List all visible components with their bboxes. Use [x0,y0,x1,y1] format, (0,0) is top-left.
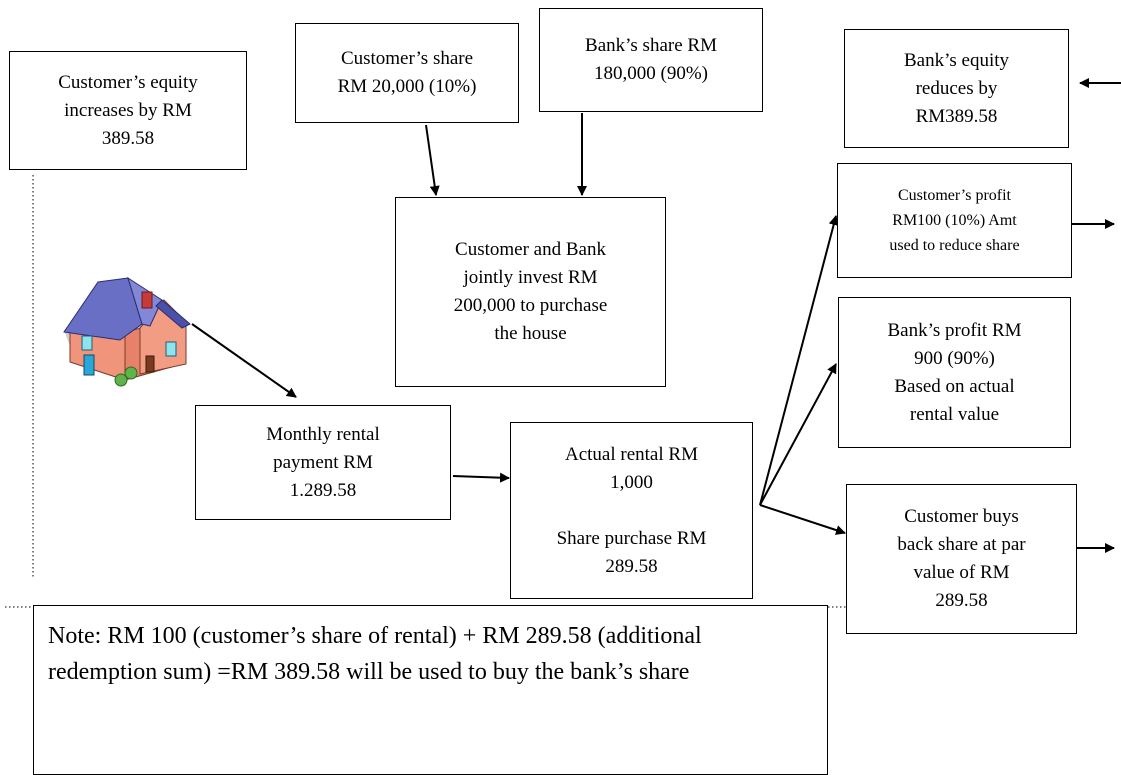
monthly-rental-text: Monthly rental payment RM 1.289.58 [266,423,380,501]
monthly-rental-box: Monthly rental payment RM 1.289.58 [195,405,451,520]
bank-share-text: Bank’s share RM 180,000 (90%) [585,35,717,84]
house-icon [63,276,191,387]
buy-back-text: Customer buys back share at par value of… [897,506,1026,611]
arrow-customer-share-to-invest [425,124,440,196]
bank-equity-text: Bank’s equity reduces by RM389.58 [903,49,1010,127]
joint-invest-box: Customer and Bank jointly invest RM 200,… [395,197,666,387]
customer-equity-box: Customer’s equity increases by RM 389.58 [9,51,247,170]
buy-back-box: Customer buys back share at par value of… [846,484,1077,634]
joint-invest-text: Customer and Bank jointly invest RM 200,… [453,239,608,344]
actual-rental-text: Actual rental RM 1,000 Share purchase RM… [556,443,707,577]
bank-profit-box: Bank’s profit RM 900 (90%) Based on actu… [838,297,1071,448]
customer-profit-text: Customer’s profit RM100 (10%) Amt used t… [889,187,1020,254]
bank-profit-text: Bank’s profit RM 900 (90%) Based on actu… [887,319,1022,425]
customer-equity-text: Customer’s equity increases by RM 389.58 [58,71,198,149]
arrow-monthly-to-actual-rental [452,472,510,483]
customer-share-text: Customer’s share RM 20,000 (10%) [337,48,477,97]
arrow-rental-to-buy-back [759,504,846,535]
arrow-rental-to-bank-profit [759,363,837,506]
arrow-rental-to-customer-profit [759,215,839,506]
bank-equity-box: Bank’s equity reduces by RM389.58 [844,29,1069,148]
customer-profit-box: Customer’s profit RM100 (10%) Amt used t… [837,163,1072,278]
note-box: Note: RM 100 (customer’s share of rental… [33,605,828,775]
customer-share-box: Customer’s share RM 20,000 (10%) [295,23,519,123]
bank-share-box: Bank’s share RM 180,000 (90%) [539,8,763,112]
note-text: Note: RM 100 (customer’s share of rental… [48,623,702,685]
actual-rental-box: Actual rental RM 1,000 Share purchase RM… [510,422,753,599]
arrow-house-to-monthly-rental [191,323,297,398]
